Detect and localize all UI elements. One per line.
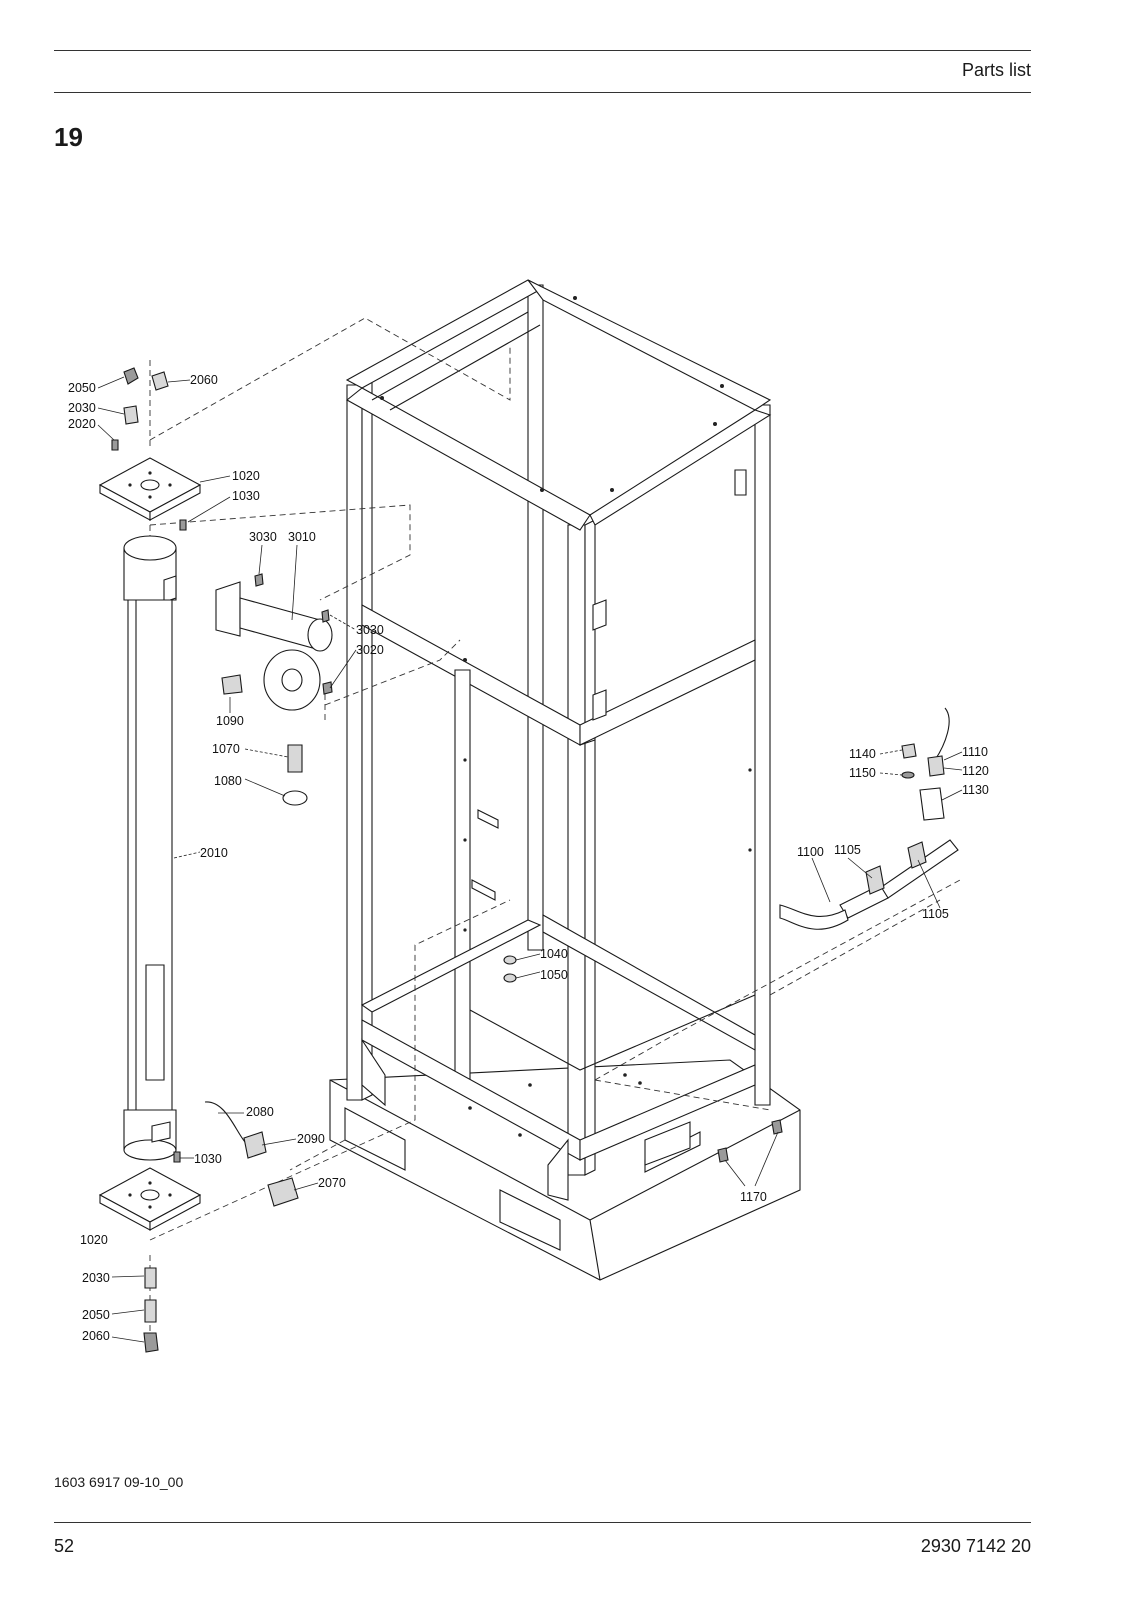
callout-2070: 2070 bbox=[318, 1176, 346, 1190]
callout-1080: 1080 bbox=[214, 774, 242, 788]
callout-1070: 1070 bbox=[212, 742, 240, 756]
top-fittings bbox=[98, 367, 202, 531]
callout-2050-top: 2050 bbox=[68, 381, 96, 395]
callout-3020: 3020 bbox=[356, 643, 384, 657]
callout-2030-top: 2030 bbox=[68, 401, 96, 415]
callout-2030-bottom: 2030 bbox=[82, 1271, 110, 1285]
leader-lines bbox=[97, 376, 963, 1343]
drain-hose-assembly bbox=[779, 707, 959, 930]
callout-1130: 1130 bbox=[962, 783, 989, 797]
frame-assembly bbox=[329, 279, 801, 1281]
callout-1100: 1100 bbox=[797, 845, 824, 859]
callout-2050-bottom: 2050 bbox=[82, 1308, 110, 1322]
callout-1030-bottom: 1030 bbox=[194, 1152, 222, 1166]
callout-labels: 2050 2060 2030 2020 1020 1030 3030 3010 … bbox=[68, 373, 989, 1343]
callout-1030-top: 1030 bbox=[232, 489, 260, 503]
callout-3030-b: 3030 bbox=[356, 623, 384, 637]
callout-2060-top: 2060 bbox=[190, 373, 218, 387]
callout-1110: 1110 bbox=[962, 745, 988, 759]
callout-1170: 1170 bbox=[740, 1190, 767, 1204]
callout-1105-b: 1105 bbox=[922, 907, 949, 921]
callout-1020-top: 1020 bbox=[232, 469, 260, 483]
page-header-title: Parts list bbox=[961, 60, 1031, 80]
callout-1050: 1050 bbox=[540, 968, 568, 982]
callout-2090: 2090 bbox=[297, 1132, 325, 1146]
vessel-cylinder bbox=[98, 535, 202, 1353]
header-top-rule bbox=[54, 50, 1031, 51]
callout-1105-a: 1105 bbox=[834, 843, 861, 857]
callout-2080: 2080 bbox=[246, 1105, 274, 1119]
callout-1020-bottom: 1020 bbox=[80, 1233, 108, 1247]
callout-1090: 1090 bbox=[216, 714, 244, 728]
drawing-reference-code: 1603 6917 09-10_00 bbox=[54, 1474, 184, 1490]
callout-1150: 1150 bbox=[849, 766, 876, 780]
pipe-bracket bbox=[215, 573, 333, 806]
callout-1140: 1140 bbox=[849, 747, 876, 761]
callout-3030-a: 3030 bbox=[249, 530, 277, 544]
header-bottom-rule bbox=[54, 92, 1031, 93]
callout-2060-bottom: 2060 bbox=[82, 1329, 110, 1343]
section-number: 19 bbox=[54, 122, 83, 152]
callout-3010: 3010 bbox=[288, 530, 316, 544]
footer-rule bbox=[54, 1522, 1031, 1523]
page-number: 52 bbox=[54, 1536, 75, 1556]
callout-1120: 1120 bbox=[962, 764, 989, 778]
callout-1040: 1040 bbox=[540, 947, 568, 961]
callout-2010: 2010 bbox=[200, 846, 228, 860]
callout-2020: 2020 bbox=[68, 417, 96, 431]
misc-small-parts bbox=[204, 955, 783, 1207]
document-number: 2930 7142 20 bbox=[920, 1536, 1031, 1556]
